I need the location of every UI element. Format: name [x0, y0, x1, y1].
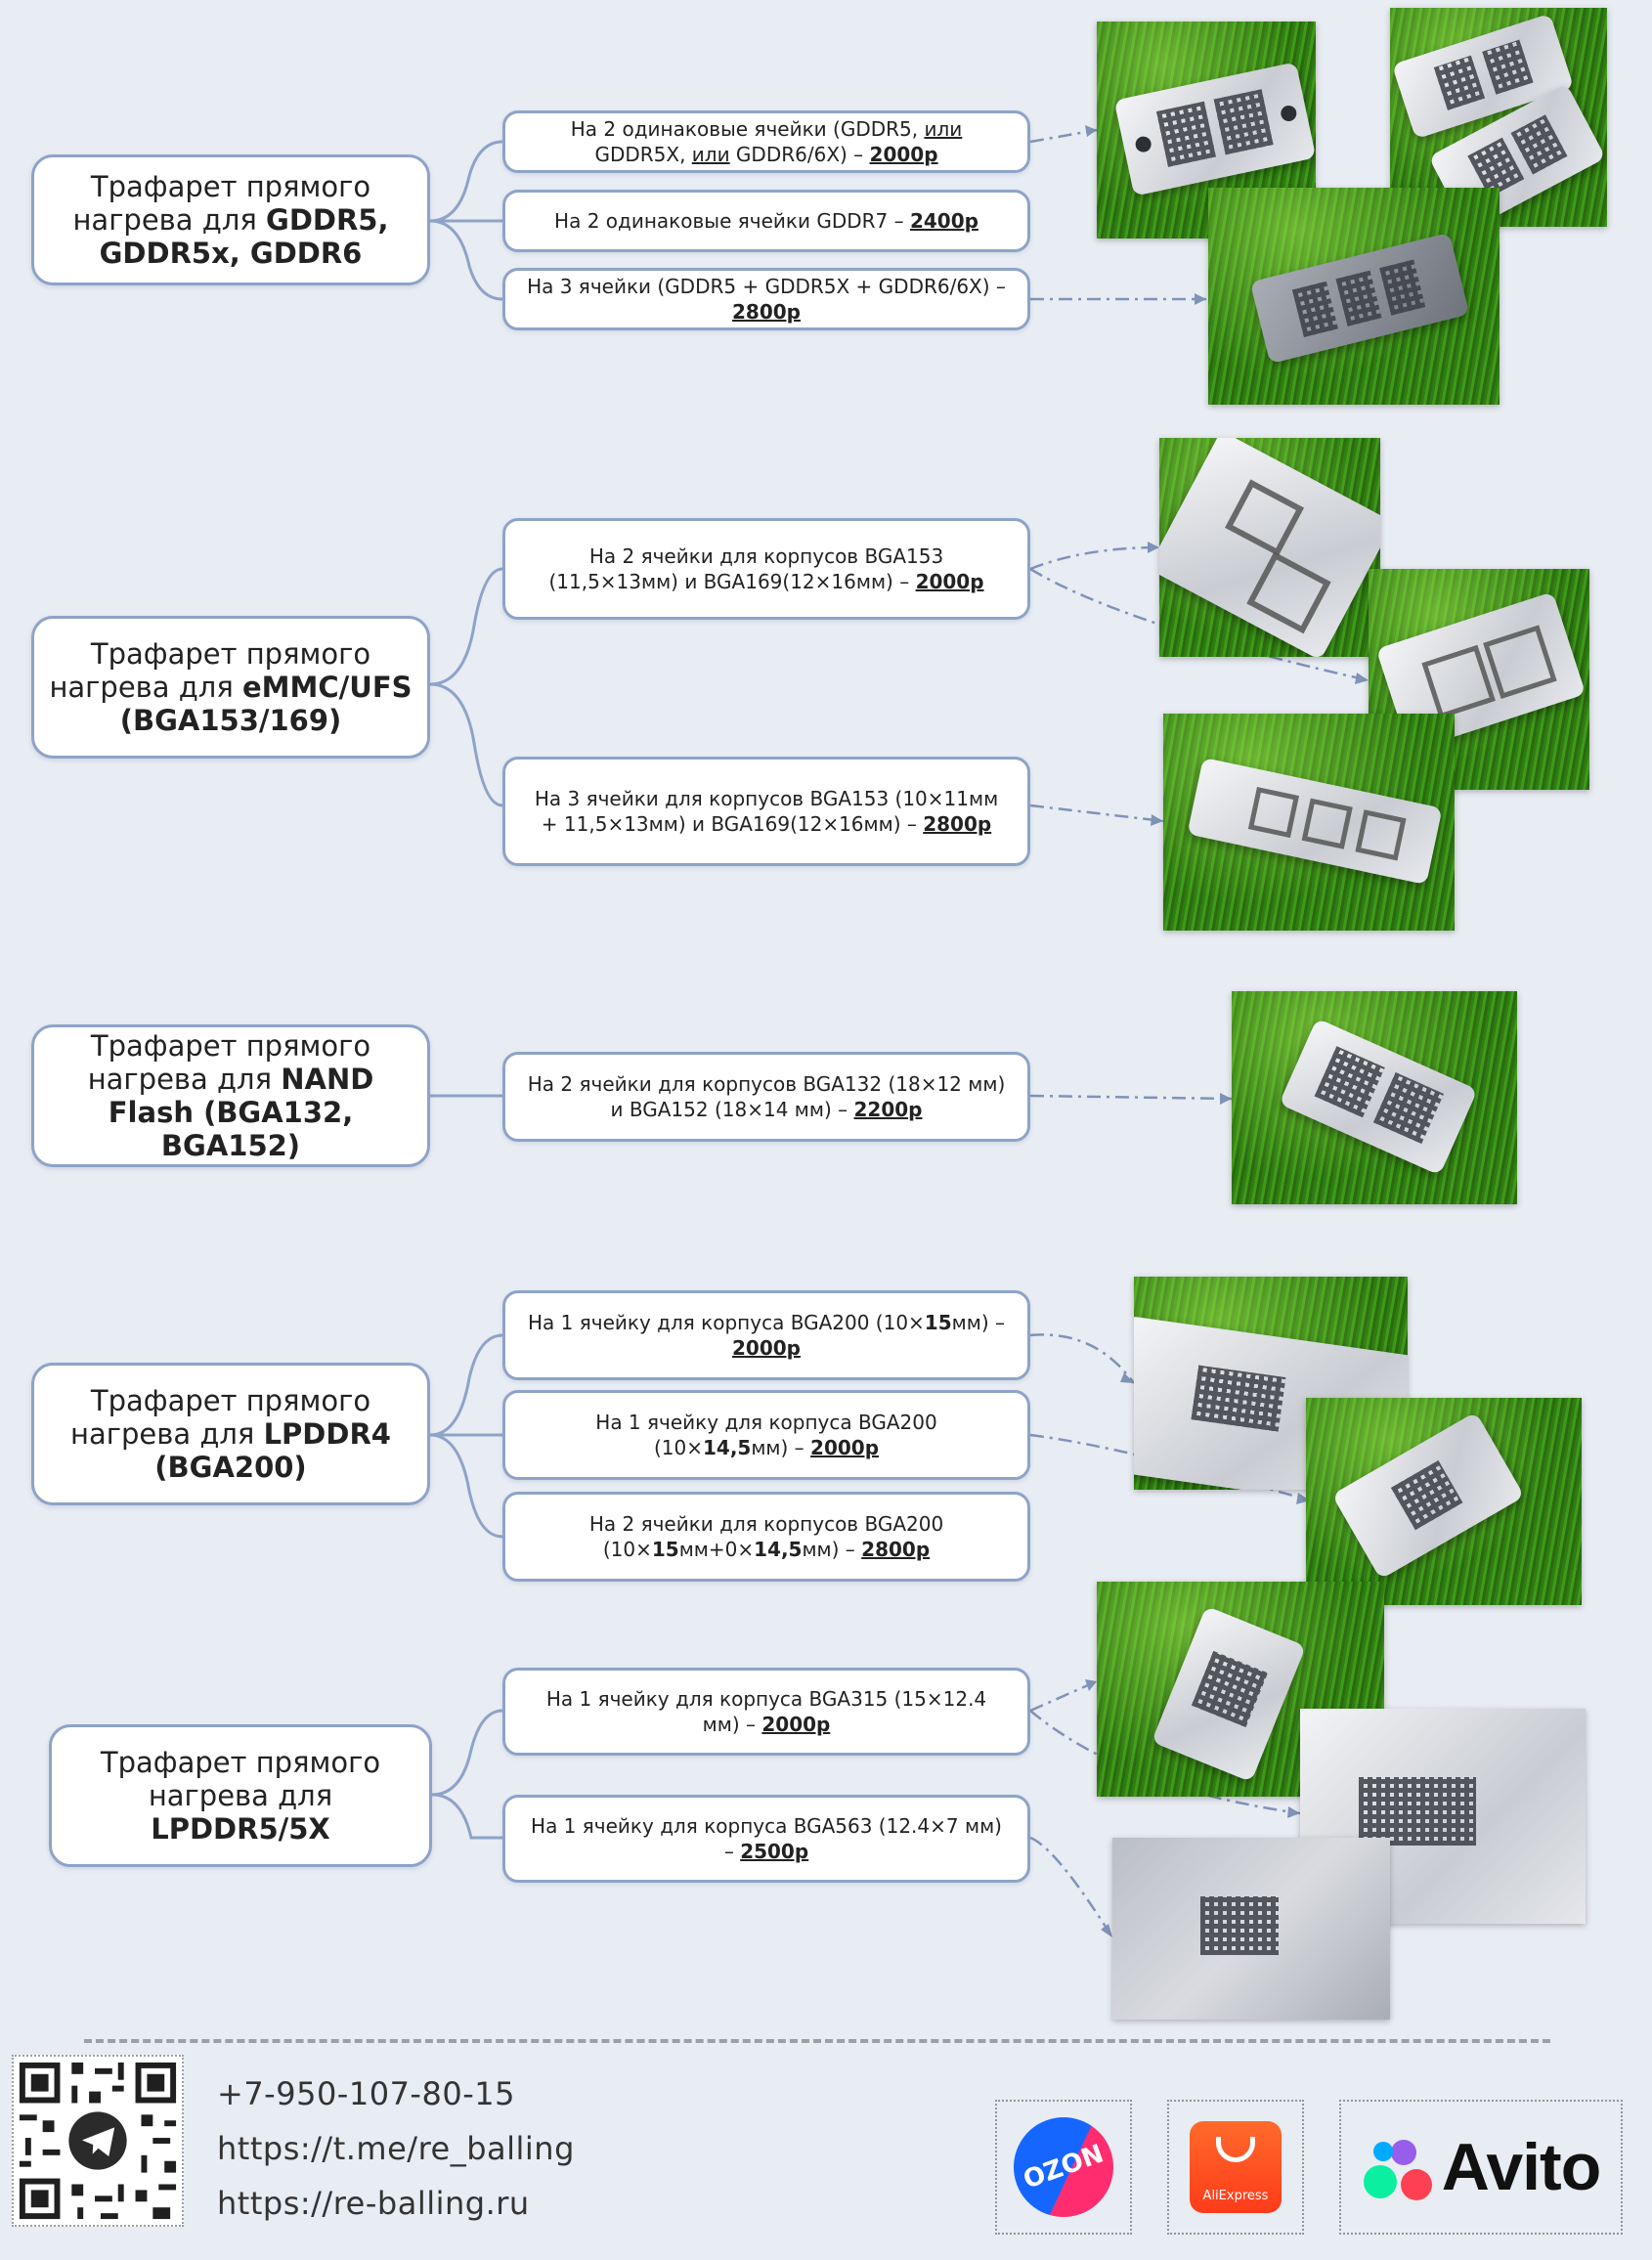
- price: 2000р: [915, 570, 984, 593]
- photo-stencil-gddr-c: [1208, 188, 1500, 405]
- avito-wordmark: Avito: [1441, 2130, 1601, 2204]
- photo-stencil-emmc-a: [1159, 438, 1380, 657]
- ozon-store-link[interactable]: OZON: [995, 2100, 1132, 2235]
- category-emmc-type: eMMC/UFS (BGA153/169): [119, 671, 413, 737]
- contacts: +7-950-107-80-15 https://t.me/re_balling…: [217, 2066, 575, 2231]
- category-emmc: Трафарет прямого нагрева для eMMC/UFS (B…: [31, 616, 430, 759]
- phone-number[interactable]: +7-950-107-80-15: [217, 2075, 515, 2112]
- category-nand: Трафарет прямого нагрева для NAND Flash …: [31, 1024, 430, 1167]
- qr-code[interactable]: [12, 2055, 184, 2227]
- category-emmc-label: Трафарет прямого нагрева для: [49, 637, 371, 704]
- category-gddr-label: Трафарет прямого нагрева для: [72, 170, 371, 237]
- category-nand-type: NAND Flash (BGA132, BGA152): [108, 1063, 374, 1162]
- category-lpddr4: Трафарет прямого нагрева для LPDDR4 (BGA…: [31, 1363, 430, 1505]
- category-nand-label: Трафарет прямого нагрева для: [87, 1029, 371, 1096]
- avito-store-link[interactable]: Avito: [1339, 2100, 1623, 2235]
- telegram-link[interactable]: https://t.me/re_balling: [217, 2130, 575, 2167]
- aliexpress-label: AliExpress: [1202, 2189, 1269, 2203]
- photo-stencil-lpddr4-b: [1306, 1398, 1582, 1605]
- price: 2000р: [732, 1336, 801, 1360]
- avito-dots-icon: [1362, 2130, 1436, 2204]
- category-lpddr5-label: Трафарет прямого нагрева для: [100, 1746, 381, 1812]
- photo-stencil-nand: [1232, 991, 1517, 1204]
- category-lpddr5: Трафарет прямого нагрева для LPDDR5/5X: [49, 1724, 432, 1867]
- option-emmc-3-cells[interactable]: На 3 ячейки для корпусов BGA153 (10×11мм…: [502, 757, 1030, 866]
- ozon-logo: OZON: [999, 2103, 1128, 2232]
- price: 2200р: [853, 1098, 923, 1121]
- price: 2000р: [761, 1713, 831, 1736]
- price: 2800р: [923, 812, 992, 836]
- photo-stencil-emmc-c: [1163, 714, 1455, 931]
- option-lpddr5-bga563[interactable]: На 1 ячейку для корпуса BGA563 (12.4×7 м…: [502, 1795, 1030, 1883]
- aliexpress-logo: AliExpress: [1190, 2121, 1282, 2213]
- category-lpddr4-type: LPDDR4 (BGA200): [154, 1417, 391, 1484]
- option-gddr-2-same[interactable]: На 2 одинаковые ячейки (GDDR5, или GDDR5…: [502, 110, 1030, 173]
- category-lpddr4-label: Трафарет прямого нагрева для: [70, 1384, 371, 1451]
- category-gddr: Трафарет прямого нагрева для GDDR5, GDDR…: [31, 154, 430, 285]
- photo-stencil-lpddr5-c: [1112, 1838, 1390, 2020]
- category-gddr-type: GDDR5, GDDR5x, GDDR6: [99, 203, 389, 270]
- avito-logo: Avito: [1362, 2129, 1601, 2205]
- option-lpddr4-14-5[interactable]: На 1 ячейку для корпуса BGA200 (10×14,5м…: [502, 1390, 1030, 1480]
- option-nand-2-cells[interactable]: На 2 ячейки для корпусов BGA132 (18×12 м…: [502, 1052, 1030, 1142]
- option-lpddr4-2-cells[interactable]: На 2 ячейки для корпусов BGA200 (10×15мм…: [502, 1492, 1030, 1582]
- option-gddr7[interactable]: На 2 одинаковые ячейки GDDR7 – 2400р: [502, 190, 1030, 252]
- option-emmc-2-cells[interactable]: На 2 ячейки для корпусов BGA153 (11,5×13…: [502, 518, 1030, 620]
- price: 2000р: [810, 1436, 880, 1459]
- shopping-bag-icon: [1216, 2137, 1255, 2162]
- option-lpddr4-15[interactable]: На 1 ячейку для корпуса BGA200 (10×15мм)…: [502, 1290, 1030, 1380]
- price: 2500р: [740, 1840, 809, 1863]
- aliexpress-store-link[interactable]: AliExpress: [1167, 2100, 1304, 2235]
- category-lpddr5-type: LPDDR5/5X: [151, 1812, 330, 1846]
- photo-stencil-gddr-a: [1097, 22, 1316, 239]
- photo-stencil-lpddr5-b: [1300, 1709, 1586, 1924]
- price: 2400р: [909, 209, 978, 233]
- price: 2800р: [861, 1538, 931, 1561]
- option-lpddr5-bga315[interactable]: На 1 ячейку для корпуса BGA315 (15×12.4 …: [502, 1668, 1030, 1756]
- website-link[interactable]: https://re-balling.ru: [217, 2185, 530, 2222]
- price: 2800р: [732, 300, 801, 324]
- option-gddr-3-cells[interactable]: На 3 ячейки (GDDR5 + GDDR5X + GDDR6/6X) …: [502, 268, 1030, 330]
- price: 2000р: [869, 143, 938, 166]
- footer-divider: [84, 2039, 1550, 2043]
